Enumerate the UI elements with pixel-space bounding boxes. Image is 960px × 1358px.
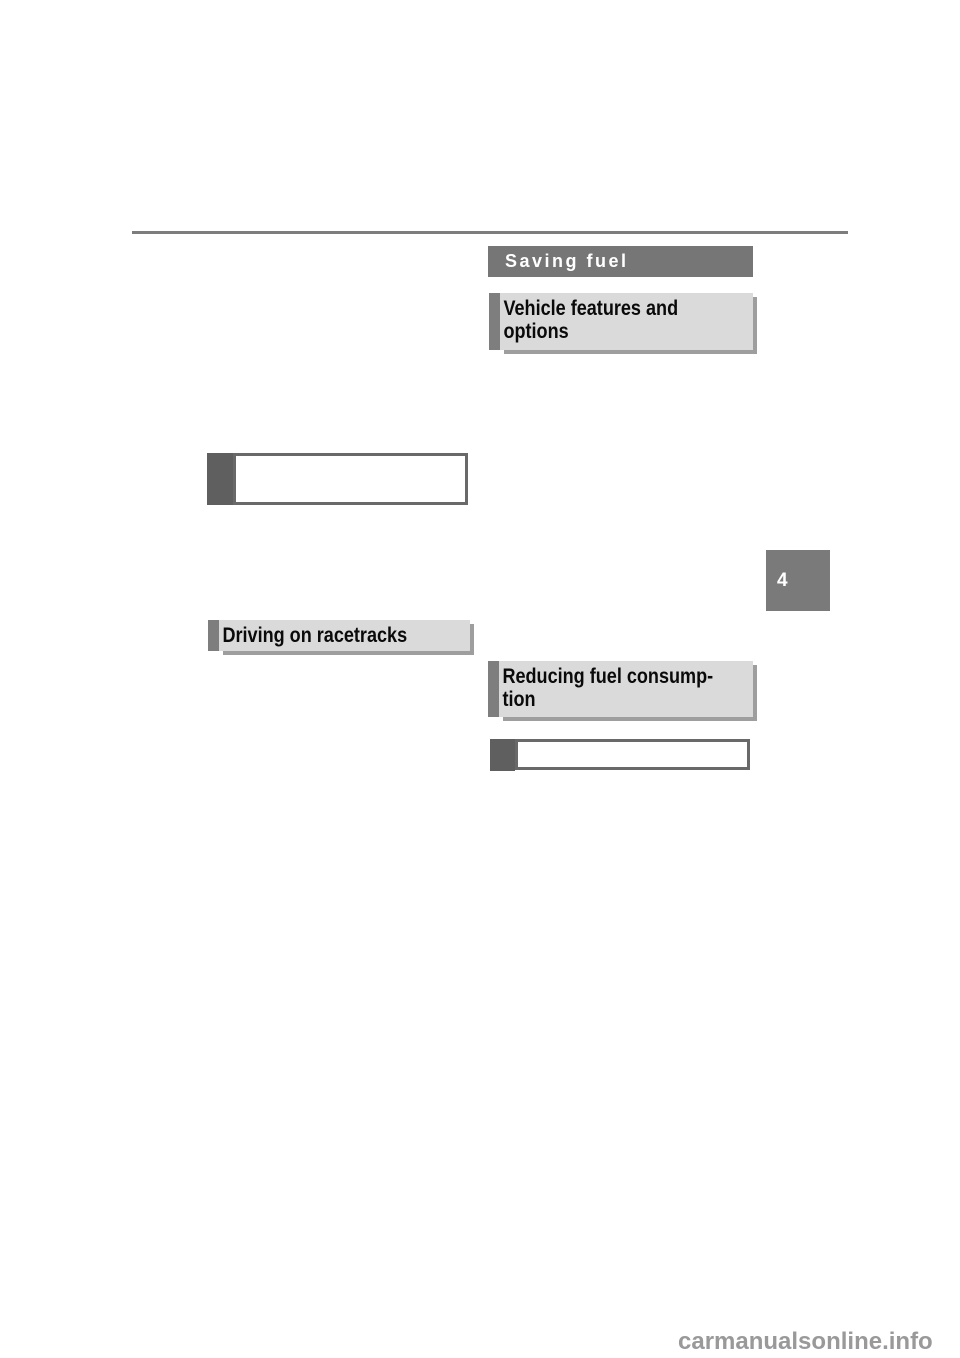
placeholder-box-right [515, 739, 750, 770]
placeholder-tab-left [207, 453, 233, 505]
heading-driving-racetracks-label: Driving on racetracks [222, 624, 408, 647]
heading-driving-racetracks-inner: Driving on racetracks [219, 620, 470, 651]
section-header-saving-fuel-label: Saving fuel [505, 251, 629, 271]
watermark-text: carmanualsonline.info [678, 1328, 933, 1355]
header-divider-line [132, 231, 848, 234]
section-header-saving-fuel: Saving fuel [488, 246, 753, 277]
heading-reducing-fuel-consumption: Reducing fuel consump- tion [488, 661, 753, 717]
heading-reducing-fuel-inner: Reducing fuel consump- tion [499, 661, 753, 717]
heading-vehicle-features-and-options: Vehicle features and options [489, 293, 753, 350]
heading-reducing-fuel-label: Reducing fuel consump- tion [502, 665, 714, 711]
heading-vehicle-features-label: Vehicle features and options [503, 297, 679, 343]
chapter-tab: 4 [766, 550, 830, 611]
placeholder-tab-right [490, 739, 515, 771]
heading-driving-on-racetracks: Driving on racetracks [208, 620, 470, 651]
heading-vehicle-features-inner: Vehicle features and options [500, 293, 753, 350]
placeholder-box-left [233, 453, 468, 505]
chapter-number: 4 [777, 570, 788, 591]
